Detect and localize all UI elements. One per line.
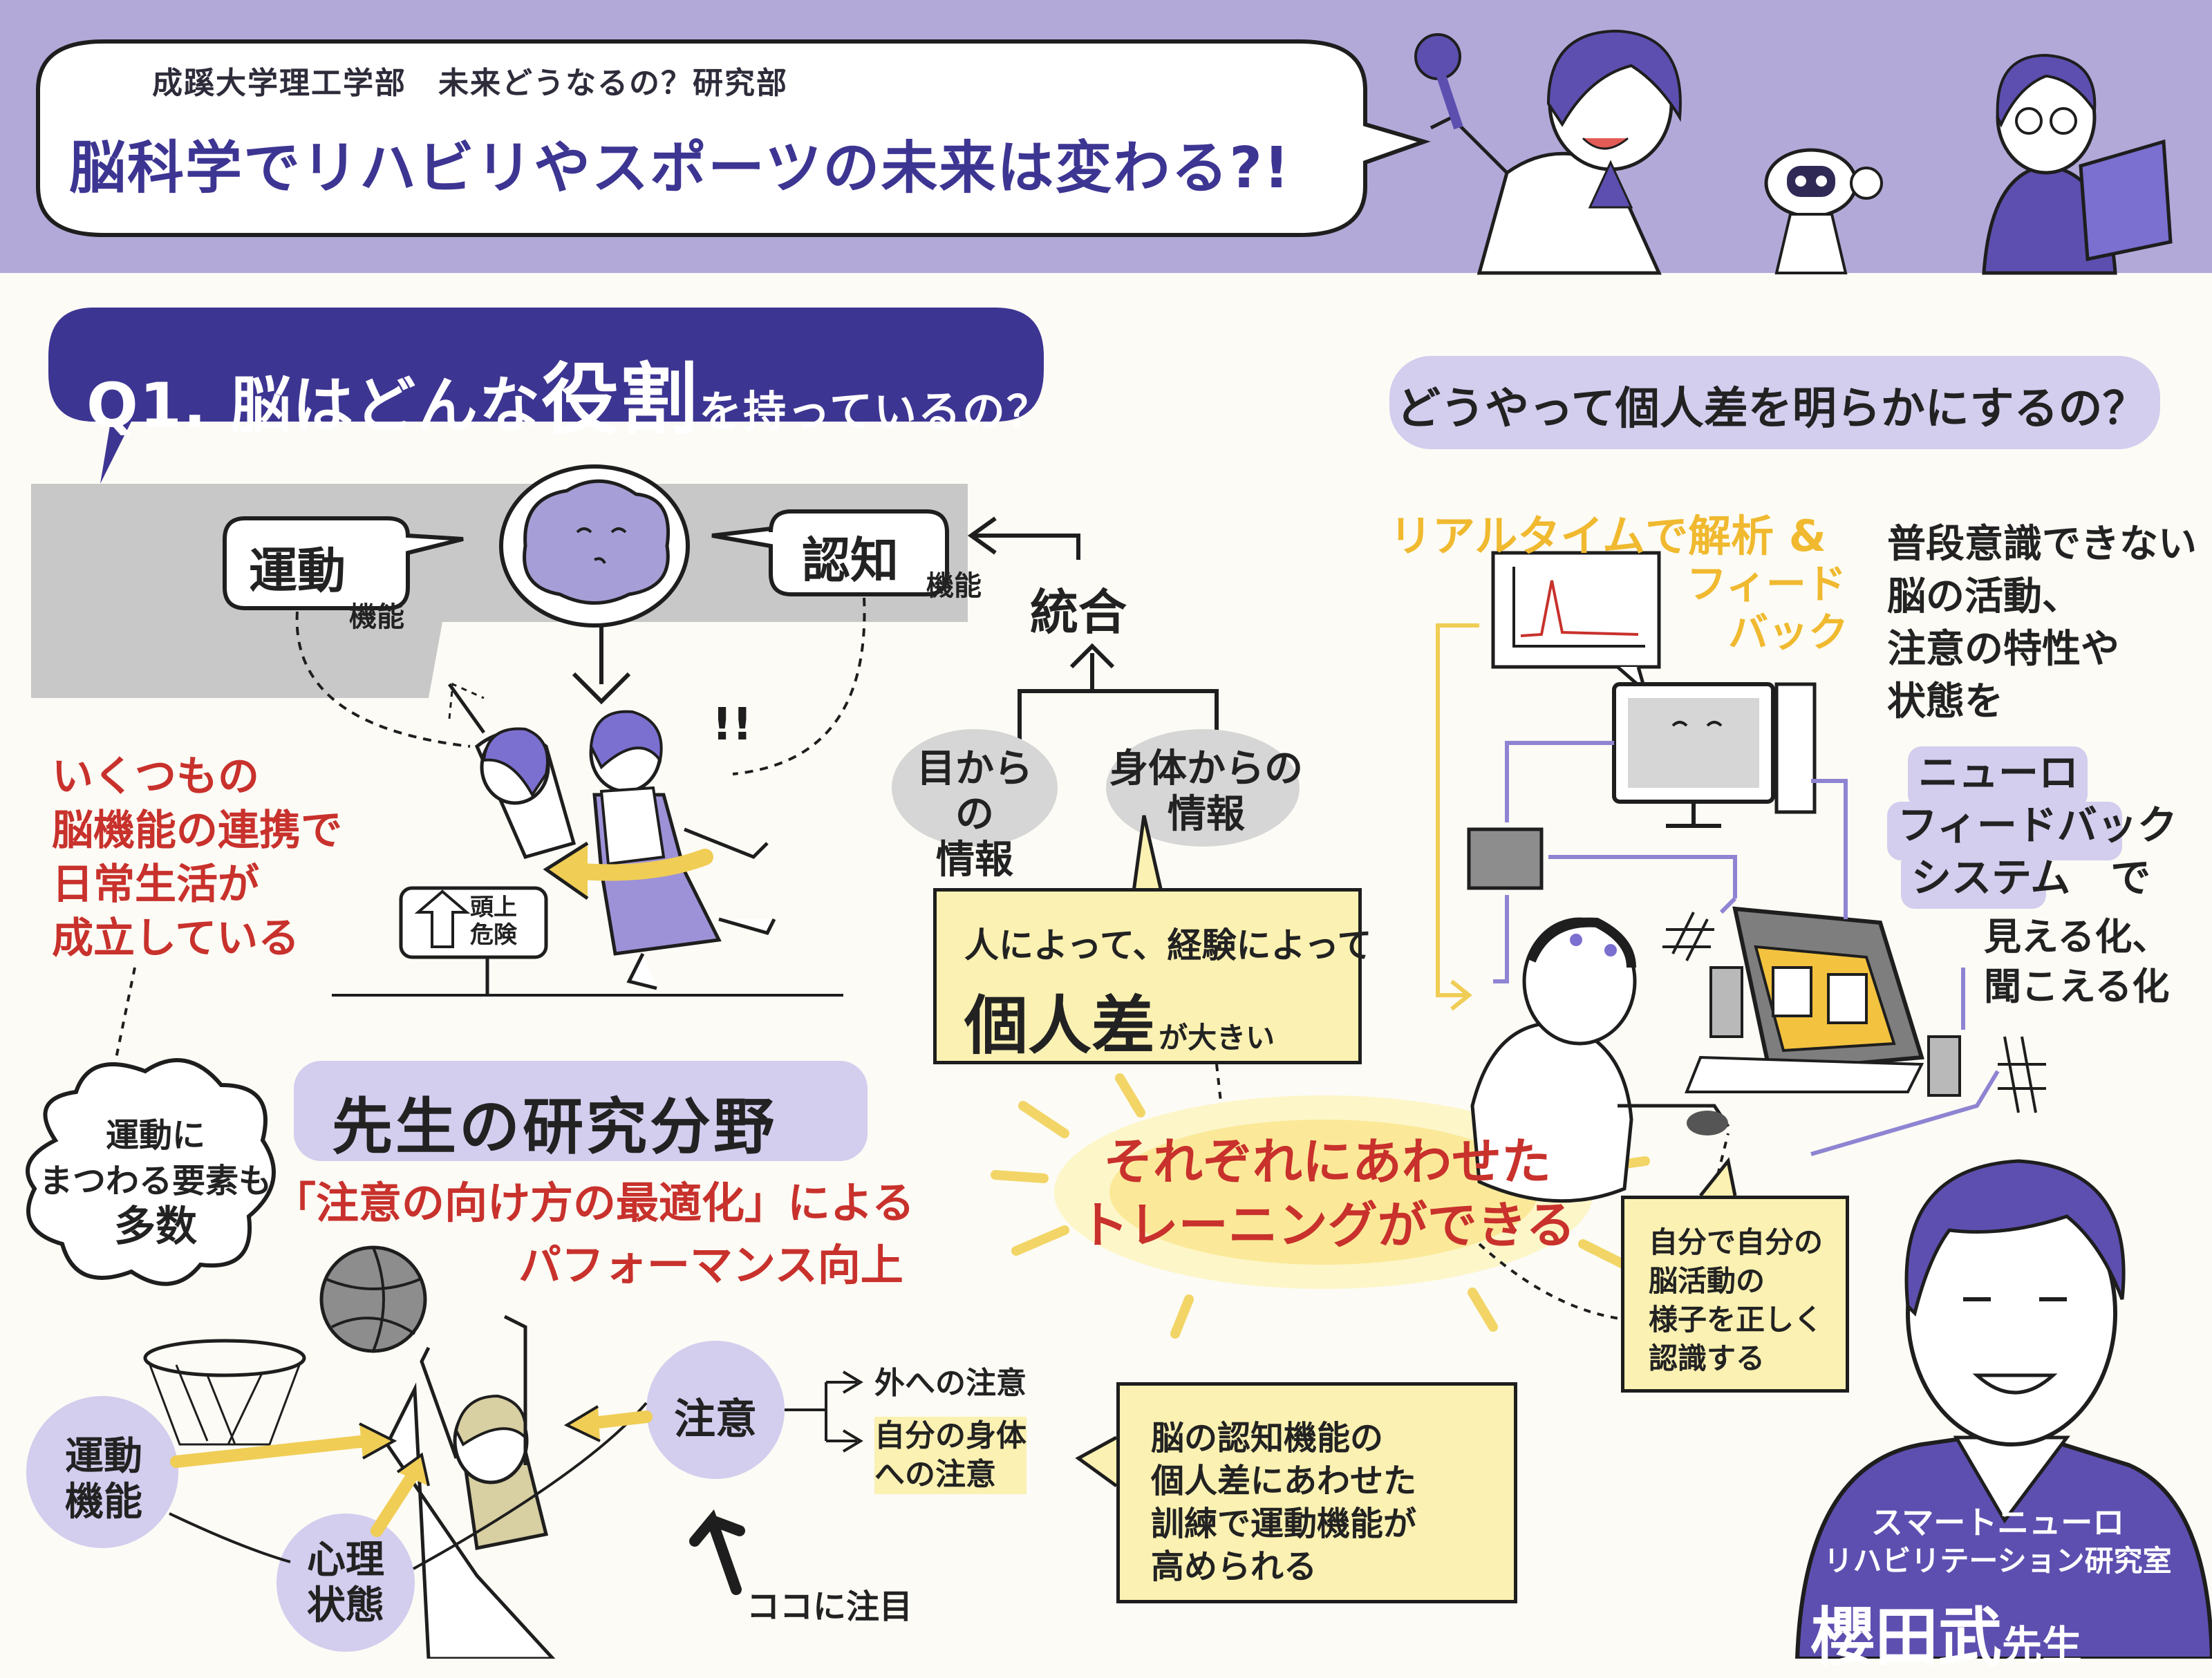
research-field-pill bbox=[294, 1061, 868, 1161]
right-question: どうやって個人差を明らかにするの？ bbox=[1396, 384, 2147, 435]
interviewer-illustration bbox=[1414, 29, 1682, 275]
external-attention-label: 外への注意 bbox=[874, 1366, 1027, 1401]
sport-illustration bbox=[26, 1245, 863, 1659]
q1-title-highlight: 役割 bbox=[541, 355, 700, 445]
cognitive-sub-label: 機能 bbox=[926, 570, 982, 602]
eye-info-label: 目からの 情報 bbox=[917, 746, 1033, 883]
robot-illustration bbox=[1764, 148, 1883, 274]
feedback-monitor bbox=[1685, 906, 1961, 1097]
attention-label: 注意 bbox=[674, 1395, 757, 1444]
q1-title-prefix: Q1. 脳はどんな bbox=[86, 370, 542, 441]
realtime-analysis-label: リアルタイムで解析 & bbox=[1389, 511, 1826, 561]
psych-circle bbox=[276, 1514, 415, 1652]
own-body-attention-label: 自分の身体 への注意 bbox=[874, 1417, 1027, 1494]
cognitive-training-box: 脳の認知機能の 個人差にあわせた 訓練で運動機能が 高められる bbox=[1116, 1382, 1517, 1603]
body-info-blob bbox=[1106, 729, 1300, 847]
integration-label: 統合 bbox=[1030, 584, 1127, 641]
brain-bubble bbox=[499, 464, 690, 628]
neurofeedback-system-label: ニューロ フィードバック システム で bbox=[1897, 749, 2177, 901]
header-subtitle: 成蹊大学理工学部 未来どうなるの？研究部 bbox=[152, 66, 788, 101]
q1-title: Q1. 脳はどんな役割を持っているの？ bbox=[86, 337, 1051, 449]
lab-name: スマートニューロ リハビリテーション研究室 bbox=[1824, 1504, 2172, 1578]
professor-name: 櫻田武先生 bbox=[1811, 1601, 2083, 1675]
eye-info-blob bbox=[892, 729, 1058, 847]
sensor-device bbox=[1467, 827, 1544, 890]
title-bubble bbox=[36, 39, 1431, 237]
motor-label: 運動 bbox=[249, 543, 346, 599]
training-burst bbox=[991, 1073, 1650, 1339]
header-title: 脳科学でリハビリやスポーツの未来は変わる?! bbox=[69, 135, 1291, 201]
daily-life-note: いくつもの 脳機能の連携で 日常生活が 成立している bbox=[52, 753, 342, 963]
many-elements-text: 運動に まつわる要素も 多数 bbox=[39, 1116, 272, 1251]
cognitive-bubble bbox=[711, 509, 949, 596]
students-illustration: !! bbox=[332, 682, 843, 997]
visualize-label: 見える化、 聞こえる化 bbox=[1984, 915, 2170, 1008]
many-elements-cloud bbox=[26, 1058, 276, 1286]
research-field-line1: 「注意の向け方の最適化」による bbox=[273, 1178, 915, 1228]
self-recognition-box: 自分で自分の 脳活動の 様子を正しく 認識する bbox=[1621, 1196, 1849, 1393]
right-question-pill bbox=[1389, 356, 2160, 449]
focus-here-label: ココに注目 bbox=[747, 1587, 913, 1626]
q1-title-suffix: を持っているの？ bbox=[699, 386, 1051, 437]
graph-card bbox=[1491, 551, 1661, 697]
psych-state-label: 心理 状態 bbox=[307, 1538, 384, 1628]
motor-bubble bbox=[223, 516, 464, 610]
q1-banner bbox=[48, 308, 1044, 484]
motor-circle bbox=[26, 1396, 178, 1548]
reader-illustration bbox=[1982, 53, 2173, 275]
patient-illustration bbox=[1470, 917, 1730, 1203]
research-field-line2: パフォーマンス向上 bbox=[518, 1240, 903, 1290]
motor-function-label: 運動 機能 bbox=[65, 1434, 142, 1525]
attention-circle bbox=[646, 1341, 785, 1479]
individual-difference-box: 人によって、経験によって 個人差 が大きい bbox=[933, 888, 1372, 1064]
body-info-label: 身体からの 情報 bbox=[1109, 746, 1303, 837]
training-text: それぞれにあわせた トレーニングができる bbox=[1078, 1133, 1576, 1254]
research-field-title: 先生の研究分野 bbox=[332, 1091, 778, 1162]
svg-text:!!: !! bbox=[712, 699, 752, 751]
professor-portrait bbox=[1794, 1159, 2212, 1659]
cognitive-label: 認知 bbox=[802, 532, 899, 589]
danger-sign: 頭上 危険 bbox=[470, 894, 517, 949]
analysis-computer bbox=[1612, 682, 1817, 828]
neuro-description: 普段意識できない 脳の活動、 注意の特性や 状態を bbox=[1887, 522, 2197, 724]
motor-sub-label: 機能 bbox=[349, 601, 404, 633]
feedback-label: フィード バック bbox=[1687, 560, 1849, 656]
